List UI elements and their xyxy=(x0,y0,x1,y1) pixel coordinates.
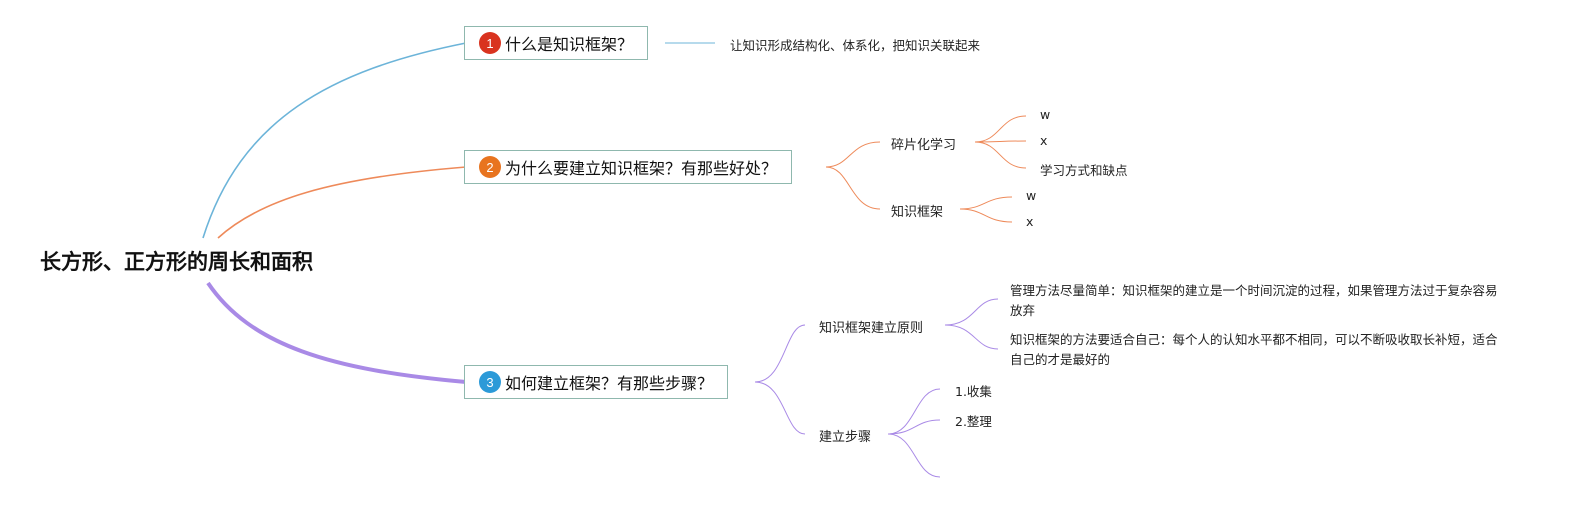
subtopic-3b[interactable]: 建立步骤 xyxy=(819,430,872,445)
root-topic[interactable]: 长方形、正方形的周长和面积 xyxy=(40,250,313,274)
leaf-line-2b2 xyxy=(959,208,1013,223)
topic-1[interactable]: 1 什么是知识框架？ xyxy=(464,26,649,60)
leaf-3a-2[interactable]: 知识框架的方法要适合自己：每个人的认知水平都不相同，可以不断吸收取长补短，适合自… xyxy=(1010,332,1498,367)
leaf-line-3a2 xyxy=(944,324,999,350)
leaf-3a-1[interactable]: 管理方法尽量简单：知识框架的建立是一个时间沉淀的过程，如果管理方法过于复杂容易放… xyxy=(1010,283,1498,318)
subtopic-3a[interactable]: 知识框架建立原则 xyxy=(819,321,924,336)
leaf-line-3a1 xyxy=(944,298,999,326)
topic-1-note[interactable]: 让知识形成结构化、体系化，把知识关联起来 xyxy=(730,38,981,53)
topic-2[interactable]: 2 为什么要建立知识框架？有那些好处？ xyxy=(464,150,793,184)
branch-line-2 xyxy=(217,166,467,239)
leaf-line-3b2 xyxy=(887,419,941,435)
topic-label: 如何建立框架？有那些步骤？ xyxy=(505,374,714,393)
topic-label: 什么是知识框架？ xyxy=(505,35,634,54)
leaf-line-2a1 xyxy=(974,115,1027,143)
sub-line-2a xyxy=(825,141,881,168)
number-badge-icon: 3 xyxy=(479,371,501,393)
leaf-3b-2[interactable]: 2.整理 xyxy=(955,414,992,429)
leaf-2a-1[interactable]: w xyxy=(1040,107,1051,122)
leaf-line-3b1 xyxy=(887,388,941,435)
branch-line-3 xyxy=(206,281,467,384)
subtopic-2b[interactable]: 知识框架 xyxy=(891,205,944,220)
leaf-2a-3[interactable]: 学习方式和缺点 xyxy=(1040,163,1128,178)
number-badge-icon: 2 xyxy=(479,156,501,178)
sub-line-3b xyxy=(754,381,806,435)
leaf-2b-2[interactable]: x xyxy=(1026,214,1034,229)
leaf-3b-1[interactable]: 1.收集 xyxy=(955,384,992,399)
leaf-line-2a3 xyxy=(974,141,1027,169)
leaf-2b-1[interactable]: w xyxy=(1026,188,1037,203)
topic-3[interactable]: 3 如何建立框架？有那些步骤？ xyxy=(464,365,729,399)
leaf-line-3b3 xyxy=(887,433,941,478)
branch-line-1 xyxy=(202,42,467,239)
leaf-2a-2[interactable]: x xyxy=(1040,133,1048,148)
sub-line-2b xyxy=(825,166,881,210)
leaf-line-2b1 xyxy=(959,196,1013,210)
subtopic-2a[interactable]: 碎片化学习 xyxy=(891,138,957,153)
number-badge-icon: 1 xyxy=(479,32,501,54)
topic-label: 为什么要建立知识框架？有那些好处？ xyxy=(505,159,778,178)
sub-line-3a xyxy=(754,324,806,383)
leaf-line-2a2 xyxy=(974,140,1027,143)
